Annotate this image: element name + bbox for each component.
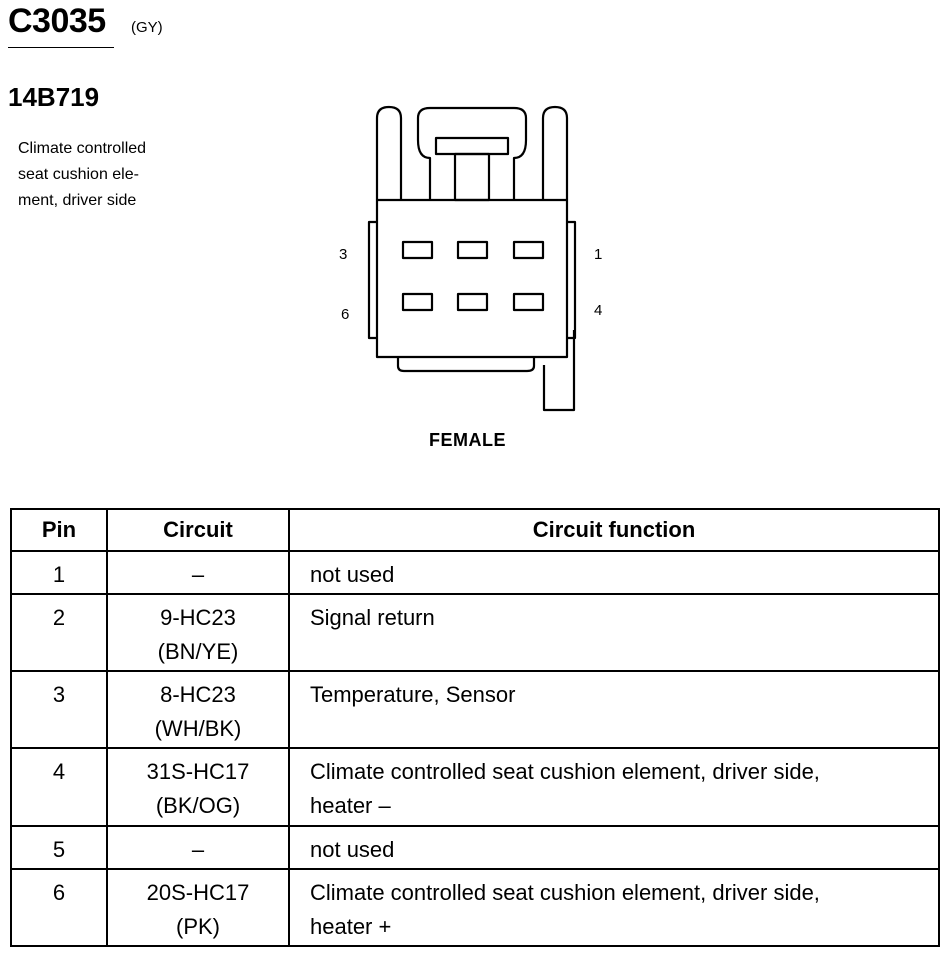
right-latch-arm bbox=[541, 105, 569, 200]
pin-cell: 6 bbox=[10, 868, 108, 947]
function-cell: not used bbox=[288, 825, 940, 870]
circuit-cell: 31S-HC17 (BK/OG) bbox=[106, 747, 290, 827]
pinout-table: Pin Circuit Circuit function 1 – not use… bbox=[10, 508, 940, 947]
left-latch-arm bbox=[375, 105, 403, 200]
table-row: 3 8-HC23 (WH/BK) Temperature, Sensor bbox=[10, 670, 940, 749]
connector-body bbox=[375, 198, 569, 359]
part-number: 14B719 bbox=[8, 82, 100, 112]
function-line: heater – bbox=[310, 793, 391, 818]
left-side-rib bbox=[367, 220, 377, 340]
function-line: Temperature, Sensor bbox=[310, 682, 516, 707]
circuit-cell: 9-HC23 (BN/YE) bbox=[106, 593, 290, 672]
function-cell: Signal return bbox=[288, 593, 940, 672]
circuit-number: – bbox=[191, 837, 205, 862]
function-cell: not used bbox=[288, 550, 940, 595]
wire-color: (PK) bbox=[176, 914, 220, 939]
circuit-number: 9-HC23 bbox=[160, 605, 236, 630]
lock-stem bbox=[453, 152, 491, 202]
circuit-number: – bbox=[191, 562, 205, 587]
terminal-cavity-3 bbox=[401, 240, 434, 260]
function-line: Signal return bbox=[310, 605, 435, 630]
wire-color: (BN/YE) bbox=[157, 639, 239, 664]
circuit-number: 20S-HC17 bbox=[146, 880, 250, 905]
wire-color: (WH/BK) bbox=[154, 716, 242, 741]
function-line: heater + bbox=[310, 914, 392, 939]
table-header-row: Pin Circuit Circuit function bbox=[10, 508, 940, 552]
pin-label-3: 3 bbox=[339, 246, 348, 263]
center-lock-tab bbox=[416, 106, 528, 200]
table-row: 2 9-HC23 (BN/YE) Signal return bbox=[10, 593, 940, 672]
function-cell: Temperature, Sensor bbox=[288, 670, 940, 749]
table-row: 4 31S-HC17 (BK/OG) Climate controlled se… bbox=[10, 747, 940, 827]
wire-color: (BK/OG) bbox=[155, 793, 241, 818]
pin-cell: 3 bbox=[10, 670, 108, 749]
pin-cell: 2 bbox=[10, 593, 108, 672]
function-line: Climate controlled seat cushion element,… bbox=[310, 759, 820, 784]
terminal-cavity-4 bbox=[512, 292, 545, 312]
function-line: not used bbox=[310, 837, 395, 862]
pin-label-6: 6 bbox=[341, 306, 350, 323]
description-line: ment, driver side bbox=[18, 192, 137, 209]
pin-label-4: 4 bbox=[594, 302, 603, 319]
component-description: Climate controlled seat cushion ele- men… bbox=[18, 136, 178, 214]
description-line: seat cushion ele- bbox=[18, 166, 139, 183]
pin-label-1: 1 bbox=[594, 246, 603, 263]
circuit-number: 8-HC23 bbox=[160, 682, 236, 707]
harness-exit bbox=[542, 330, 576, 412]
header-circuit: Circuit bbox=[106, 508, 290, 552]
terminal-cavity-5 bbox=[456, 292, 489, 312]
terminal-cavity-6 bbox=[401, 292, 434, 312]
circuit-cell: – bbox=[106, 550, 290, 595]
pin-cell: 4 bbox=[10, 747, 108, 827]
description-line: Climate controlled bbox=[18, 140, 147, 157]
function-line: Climate controlled seat cushion element,… bbox=[310, 880, 820, 905]
terminal-cavity-1 bbox=[512, 240, 545, 260]
gender-label: FEMALE bbox=[429, 430, 506, 450]
connector-id-underline bbox=[8, 47, 114, 48]
function-cell: Climate controlled seat cushion element,… bbox=[288, 747, 940, 827]
table-row: 1 – not used bbox=[10, 550, 940, 595]
lock-button bbox=[434, 136, 510, 156]
circuit-cell: 20S-HC17 (PK) bbox=[106, 868, 290, 947]
circuit-number: 31S-HC17 bbox=[146, 759, 250, 784]
connector-id: C3035 bbox=[8, 2, 106, 40]
terminal-cavity-2 bbox=[456, 240, 489, 260]
function-line: not used bbox=[310, 562, 395, 587]
bottom-skirt bbox=[396, 357, 536, 373]
connector-face-diagram bbox=[367, 105, 577, 412]
function-cell: Climate controlled seat cushion element,… bbox=[288, 868, 940, 947]
table-row: 5 – not used bbox=[10, 825, 940, 870]
circuit-cell: – bbox=[106, 825, 290, 870]
right-side-rib bbox=[567, 220, 577, 340]
header-circuit-function: Circuit function bbox=[288, 508, 940, 552]
circuit-cell: 8-HC23 (WH/BK) bbox=[106, 670, 290, 749]
color-code: (GY) bbox=[131, 19, 163, 36]
pin-cell: 1 bbox=[10, 550, 108, 595]
header-pin: Pin bbox=[10, 508, 108, 552]
table-row: 6 20S-HC17 (PK) Climate controlled seat … bbox=[10, 868, 940, 947]
pin-cell: 5 bbox=[10, 825, 108, 870]
